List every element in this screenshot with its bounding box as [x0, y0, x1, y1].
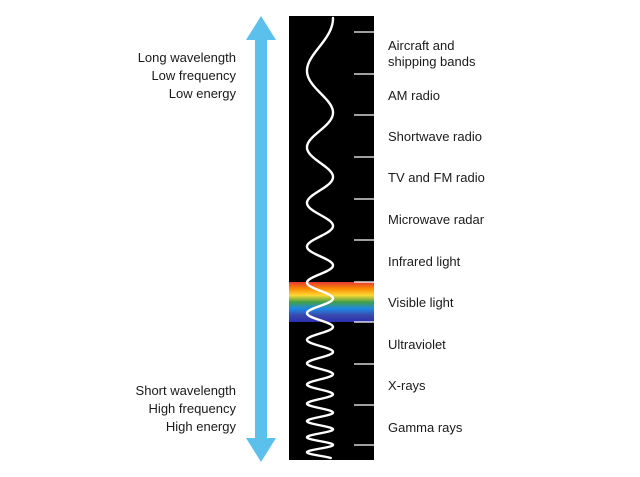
- long-wavelength-labels: Long wavelength Low frequency Low energy: [138, 49, 236, 103]
- band-label-microwave-radar: Microwave radar: [388, 212, 485, 227]
- spectrum-strip: [289, 16, 374, 460]
- high-energy-label: High energy: [165, 419, 236, 434]
- band-label-ultraviolet: Ultraviolet: [388, 337, 446, 352]
- tick-marks: [354, 31, 374, 446]
- band-label-visible-light: Visible light: [388, 295, 454, 310]
- arrow-shaft: [255, 38, 267, 440]
- band-label-tv-fm-radio: TV and FM radio: [388, 170, 485, 185]
- arrow-head-down: [246, 438, 276, 462]
- high-frequency-label: High frequency: [148, 401, 236, 416]
- wave-line: [305, 16, 335, 460]
- band-label-gamma-rays: Gamma rays: [388, 420, 463, 435]
- double-arrow-icon: [246, 16, 276, 462]
- short-wavelength-labels: Short wavelength High frequency High ene…: [136, 382, 236, 436]
- short-wavelength-label: Short wavelength: [135, 383, 236, 398]
- band-label-infrared: Infrared light: [388, 254, 461, 269]
- long-wavelength-label: Long wavelength: [137, 50, 236, 65]
- band-label-am-radio: AM radio: [388, 88, 441, 103]
- low-energy-label: Low energy: [168, 86, 236, 101]
- arrow-head-up: [246, 16, 276, 40]
- band-label-x-rays: X-rays: [388, 378, 426, 393]
- low-frequency-label: Low frequency: [151, 68, 236, 83]
- band-label-shortwave-radio: Shortwave radio: [388, 129, 482, 144]
- band-label-aircraft-shipping: Aircraft and shipping bands: [388, 38, 476, 69]
